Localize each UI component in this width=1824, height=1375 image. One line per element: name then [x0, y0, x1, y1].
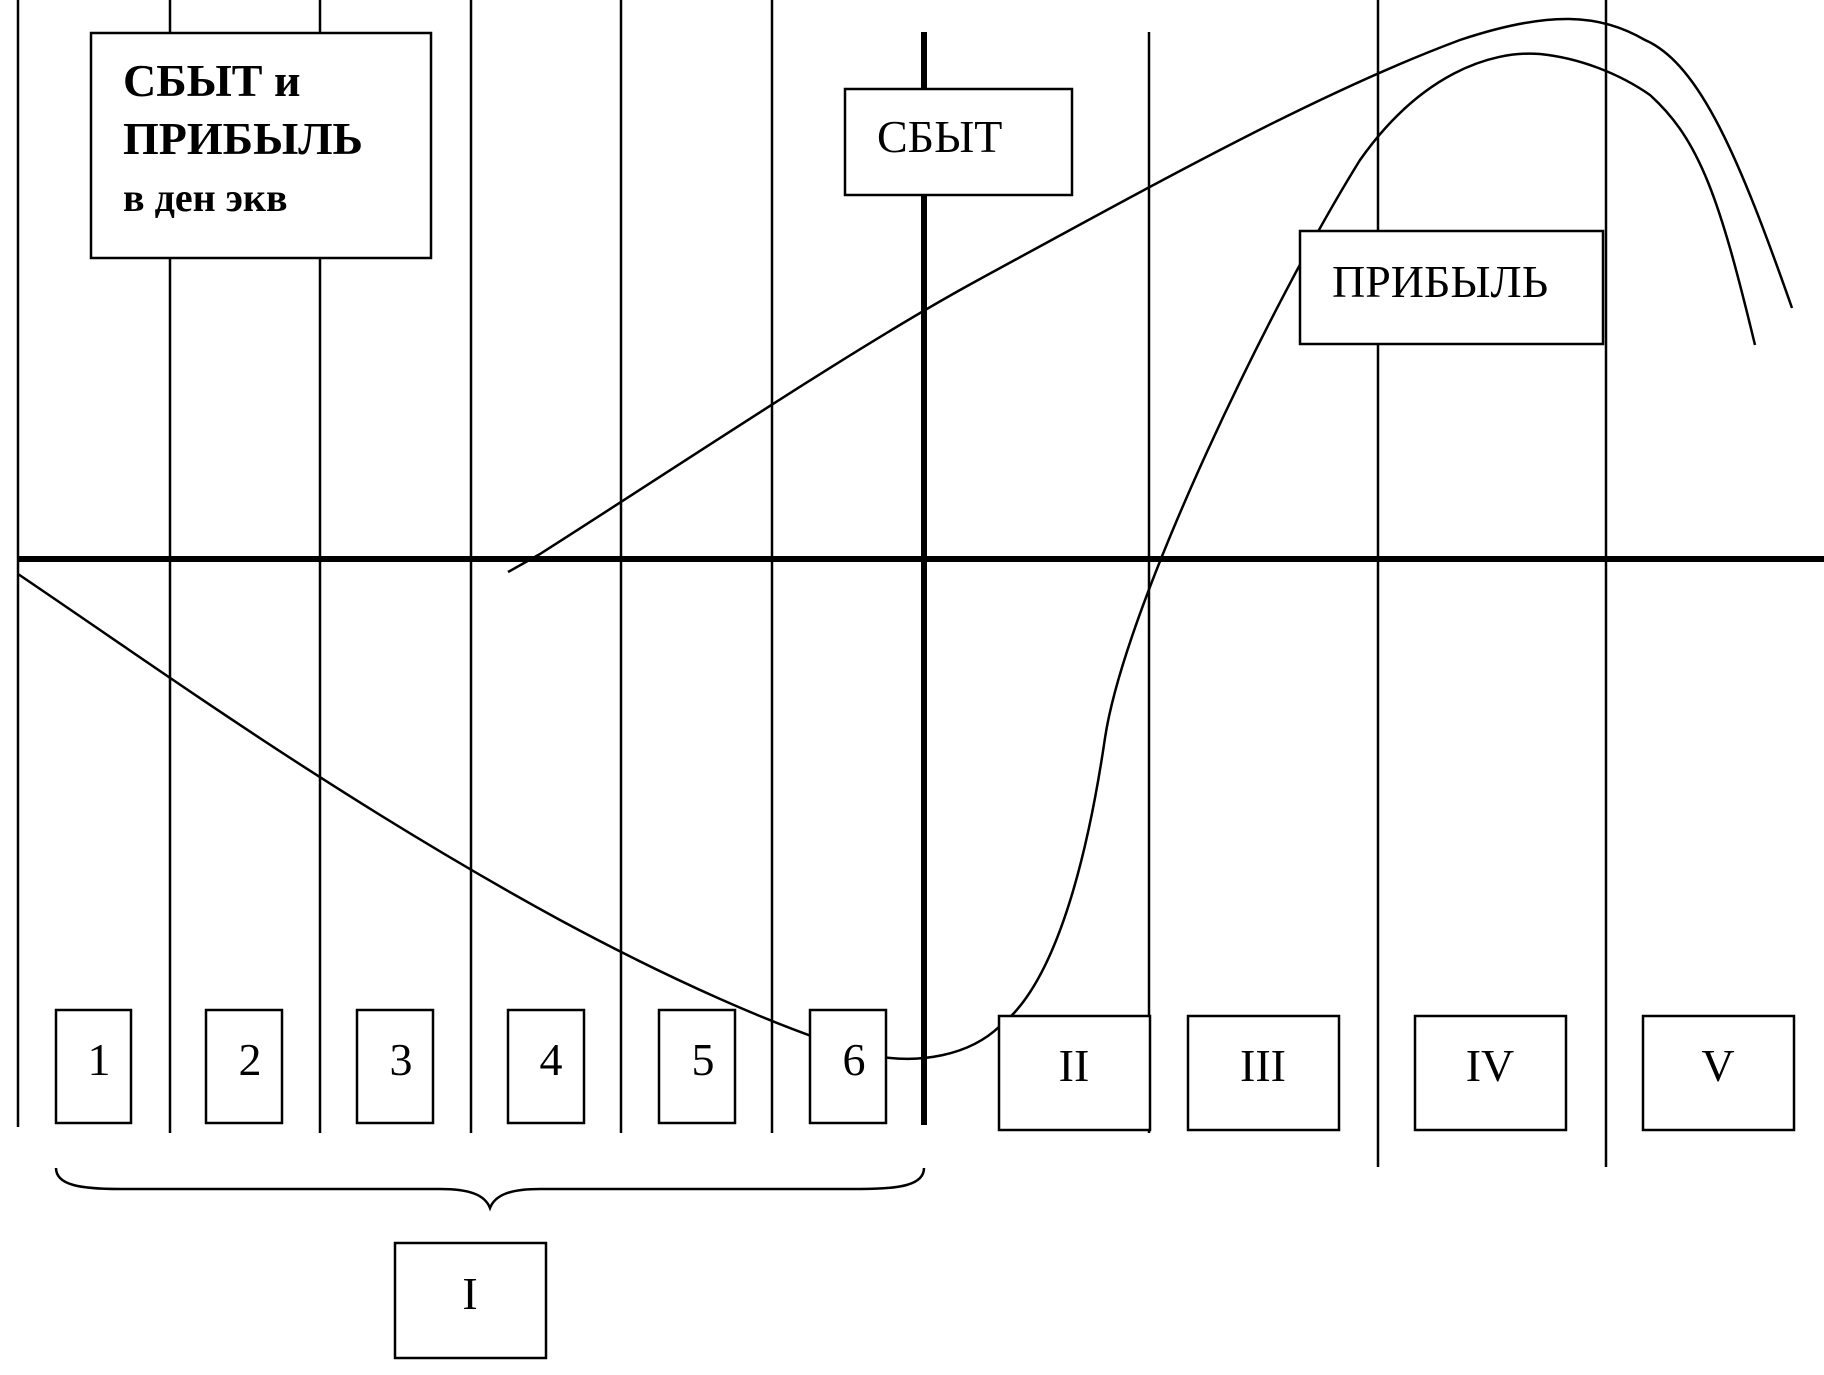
stage-label: V [1701, 1040, 1734, 1091]
stage-box [1186, 1014, 1341, 1132]
profit-label: ПРИБЫЛЬ [1332, 256, 1548, 307]
sales-curve [507, 17, 1794, 574]
substage-label: 1 [88, 1034, 111, 1085]
sales-label: СБЫТ [877, 111, 1002, 162]
substage-label: 6 [843, 1034, 866, 1085]
substage-box [355, 1008, 435, 1125]
stage-label: IV [1466, 1040, 1515, 1091]
stage-brace [54, 1167, 926, 1212]
title-line-3: в ден экв [123, 175, 288, 220]
title-line-2: ПРИБЫЛЬ [123, 113, 363, 164]
profit-label-box [1298, 229, 1605, 346]
stage-box [1641, 1014, 1796, 1132]
sales-label-box [843, 87, 1074, 197]
title-box [89, 31, 433, 260]
title-line-1: СБЫТ и [123, 55, 301, 106]
stage-box [1413, 1014, 1568, 1132]
profit-curve [17, 52, 1757, 1061]
stage-box [997, 1014, 1152, 1132]
stage-label: II [1059, 1040, 1090, 1091]
substage-box [506, 1008, 586, 1125]
substage-box [657, 1008, 737, 1125]
substage-label: 4 [540, 1034, 563, 1085]
substage-label: 2 [239, 1034, 262, 1085]
stage-label: I [462, 1268, 477, 1319]
substage-label: 5 [692, 1034, 715, 1085]
substage-label: 3 [390, 1034, 413, 1085]
substage-box [54, 1008, 133, 1125]
substage-box [808, 1008, 888, 1125]
stage-label: III [1240, 1040, 1286, 1091]
stage-box [393, 1241, 548, 1360]
substage-box [204, 1008, 284, 1125]
